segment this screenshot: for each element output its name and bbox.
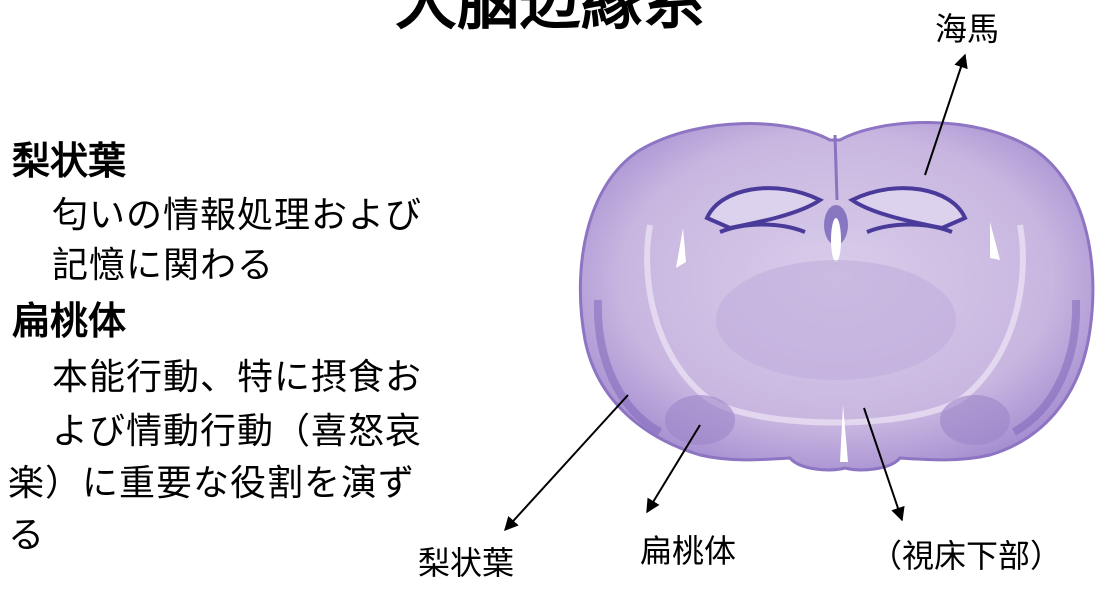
thalamus-region	[716, 260, 956, 380]
label-amygdala: 扁桃体	[640, 530, 736, 572]
third-ventricle-gap	[831, 218, 841, 262]
amygdala-left-patch	[665, 395, 735, 445]
midline-fissure	[835, 135, 837, 200]
label-hypothalamus: （視床下部）	[870, 535, 1062, 577]
piriform-arrow	[505, 395, 628, 530]
label-piriform: 梨状葉	[418, 542, 514, 584]
label-hippocampus: 海馬	[935, 8, 999, 50]
amygdala-right-patch	[940, 395, 1010, 445]
